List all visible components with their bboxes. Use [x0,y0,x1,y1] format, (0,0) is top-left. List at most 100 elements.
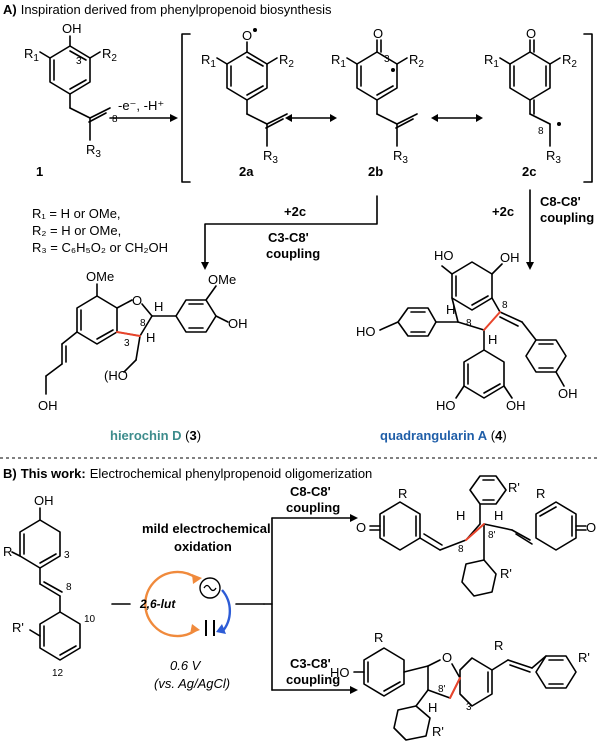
hierochin-c8-label: 8 [140,318,146,329]
compound-2b-structure [346,39,418,147]
resonance-arrow-2-right-head [476,114,483,122]
stilbene-c10-label: 10 [84,614,96,625]
starting-stilbene-structure [11,507,81,661]
dimer-c8-c8-bond [465,523,485,541]
conditions-line1: mild electrochemical [142,521,271,536]
c8-c8-dimer-structure [369,475,587,597]
hierochin-ch2oh: (HO [104,368,128,383]
compound-1-r1-label: R1 [24,46,39,64]
voltage-label: 0.6 V [170,658,202,673]
stilbene-rp-label: R' [12,620,24,635]
quadrangularin-ho-left-aryl: HO [356,324,376,339]
dimer-o-right: O [586,520,596,535]
resonance-arrow-1-left-head [285,114,292,122]
quadrangularin-h-right: H [488,332,497,347]
stilbene-c8-label: 8 [66,582,72,593]
benzofuran-r-left: R [374,630,383,645]
compound-2b-r3-label: R3 [393,148,408,166]
compound-1-number: 1 [36,164,43,179]
compound-2b-r1-label: R1 [331,52,346,70]
c8-c8-reagent: +2c [492,204,514,219]
benzofuran-ho-label: HO [330,665,350,680]
electrochemical-cycle [111,570,265,638]
r1-definition: R₁ = H or OMe, [32,206,121,221]
top-coupling-line1: C8-C8' [290,484,331,499]
compound-2c-r2-label: R2 [562,52,577,70]
quadrangularin-oh-right-aryl: OH [558,386,578,401]
top-coupling-line2: coupling [286,500,340,515]
dimer-c8p-label: 8' [488,530,496,541]
compound-2a-structure [216,41,288,147]
c3-c8-dimer-structure [353,647,577,741]
stilbene-c12-label: 12 [52,668,64,679]
bottom-coupling-line2: coupling [286,672,340,687]
ac-wave-icon [203,584,217,592]
compound-2a-r3-label: R3 [263,148,278,166]
radical-dot-2a [253,28,257,32]
hierochin-oh-chain: OH [38,398,58,413]
dimer-h-left: H [456,508,465,523]
dimer-o-left: O [356,520,366,535]
benzofuran-rp-right: R' [578,650,590,665]
oxidation-conditions: -e⁻, -H⁺ [118,98,164,113]
branching-arrows [263,514,358,694]
compound-2b-number: 2b [368,164,383,179]
dimer-r-right: R [536,486,545,501]
compound-2a-number: 2a [239,164,254,179]
compound-2c-c8-label: 8 [538,126,544,137]
compound-2a-r2-label: R2 [279,52,294,70]
stilbene-c3-label: 3 [64,550,70,561]
reference-electrode-label: (vs. Ag/AgCl) [154,676,230,691]
bottom-coupling-line1: C3-C8' [290,656,331,671]
benzofuran-c8p-label: 8' [438,684,446,695]
dimer-rp-bottom: R' [500,566,512,581]
quadrangularin-oh-bottom: OH [506,398,526,413]
section-b-header: B)This work:Electrochemical phenylpropen… [3,466,372,481]
hierochin-h-top: H [154,299,163,314]
compound-1-r3-label: R3 [86,142,101,160]
c8-c8-arrowhead [526,262,534,270]
conditions-line2: oxidation [174,539,232,554]
right-bracket [583,33,593,183]
hierochin-ome-left: OMe [86,269,114,284]
quadrangularin-a-structure [379,261,567,399]
compound-2b-o-label: O [373,26,383,41]
radical-dot-2c [557,122,561,126]
hierochin-ome-right: OMe [208,272,236,287]
benzofuran-c3-c8-bond [449,677,461,699]
c3-c8-coupling-line1: C3-C8' [268,230,309,245]
c3-c8-arrowhead [201,262,209,270]
quadrangularin-oh-left-top: HO [434,248,454,263]
quadrangularin-c8-c8-bond [483,311,501,331]
c8-c8-coupling-line2: coupling [540,210,594,225]
dimer-h-right: H [494,508,503,523]
compound-1-oh-label: OH [62,21,82,36]
hierochin-d-caption: hierochin D (3) [110,428,201,443]
resonance-arrow-2-left-head [431,114,438,122]
compound-2b-r2-label: R2 [409,52,424,70]
benzofuran-c3-label: 3 [466,702,472,713]
oxidation-arrowhead [170,114,178,122]
mediator-label: 2,6-lut [139,597,176,611]
dimer-c8-label: 8 [458,544,464,555]
quadrangularin-c8-right: 8 [502,300,508,311]
compound-1-c8-label: 8 [112,114,118,125]
r3-definition: R₃ = C₆H₅O₂ or CH₂OH [32,240,168,255]
hierochin-o-label: O [132,293,142,308]
compound-2c-r1-label: R1 [484,52,499,70]
r2-definition: R₂ = H or OMe, [32,223,121,238]
compound-1-c3-label: 3 [76,56,82,67]
dimer-rp-top: R' [508,480,520,495]
hierochin-c3-c8-bond [116,331,141,337]
c3-c8-coupling-line2: coupling [266,246,320,261]
compound-2c-structure [499,39,561,147]
compound-2a-r1-label: R1 [201,52,216,70]
compound-2c-number: 2c [522,164,536,179]
c3-c8-arrow [204,195,378,263]
radical-dot-2b [391,68,395,72]
left-bracket [181,33,191,183]
compound-2a-o-label: O [242,28,252,43]
quadrangularin-h-left: H [446,302,455,317]
quadrangularin-c8-left: 8 [466,318,472,329]
